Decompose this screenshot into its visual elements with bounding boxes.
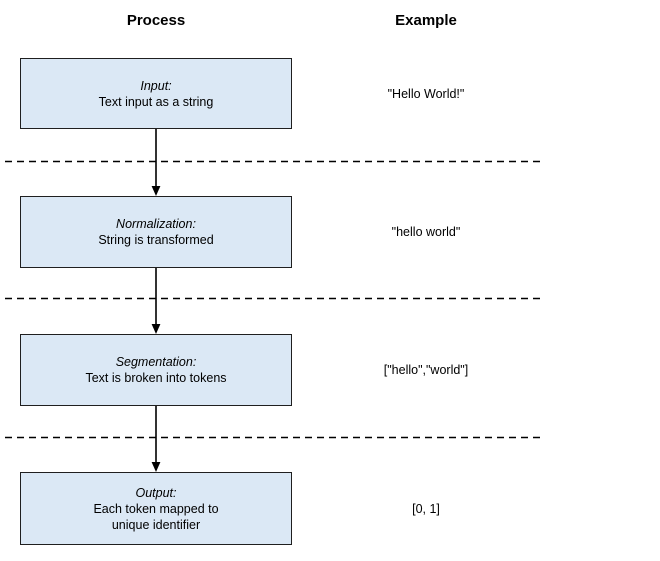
- example-value-input: "Hello World!": [387, 86, 465, 101]
- arrow-segmentation-to-output: [151, 406, 161, 472]
- process-box-normalization: Normalization: String is transformed: [20, 196, 292, 268]
- stage-description: Text is broken into tokens: [85, 371, 227, 385]
- example-value-segmentation: ["hello","world"]: [383, 363, 469, 377]
- stage-description: Each token mapped to unique identifier: [93, 501, 219, 532]
- stage-description: String is transformed: [98, 233, 214, 247]
- arrow-input-to-normalization: [151, 129, 161, 196]
- stage-name: Input:: [140, 78, 172, 93]
- example-value-normalization: "hello world": [391, 225, 461, 239]
- example-column-header: Example: [395, 12, 457, 29]
- stage-name: Normalization:: [116, 217, 196, 231]
- process-box-segmentation: Segmentation: Text is broken into tokens: [20, 334, 292, 406]
- stage-name: Segmentation:: [115, 355, 197, 369]
- process-column-header: Process: [126, 12, 186, 29]
- stage-name: Output:: [135, 485, 177, 500]
- arrow-normalization-to-segmentation: [151, 268, 161, 334]
- example-value-output: [0, 1]: [412, 501, 440, 516]
- stage-description: Text input as a string: [98, 94, 214, 109]
- process-box-output: Output: Each token mapped to unique iden…: [20, 472, 292, 545]
- process-box-input: Input: Text input as a string: [20, 58, 292, 129]
